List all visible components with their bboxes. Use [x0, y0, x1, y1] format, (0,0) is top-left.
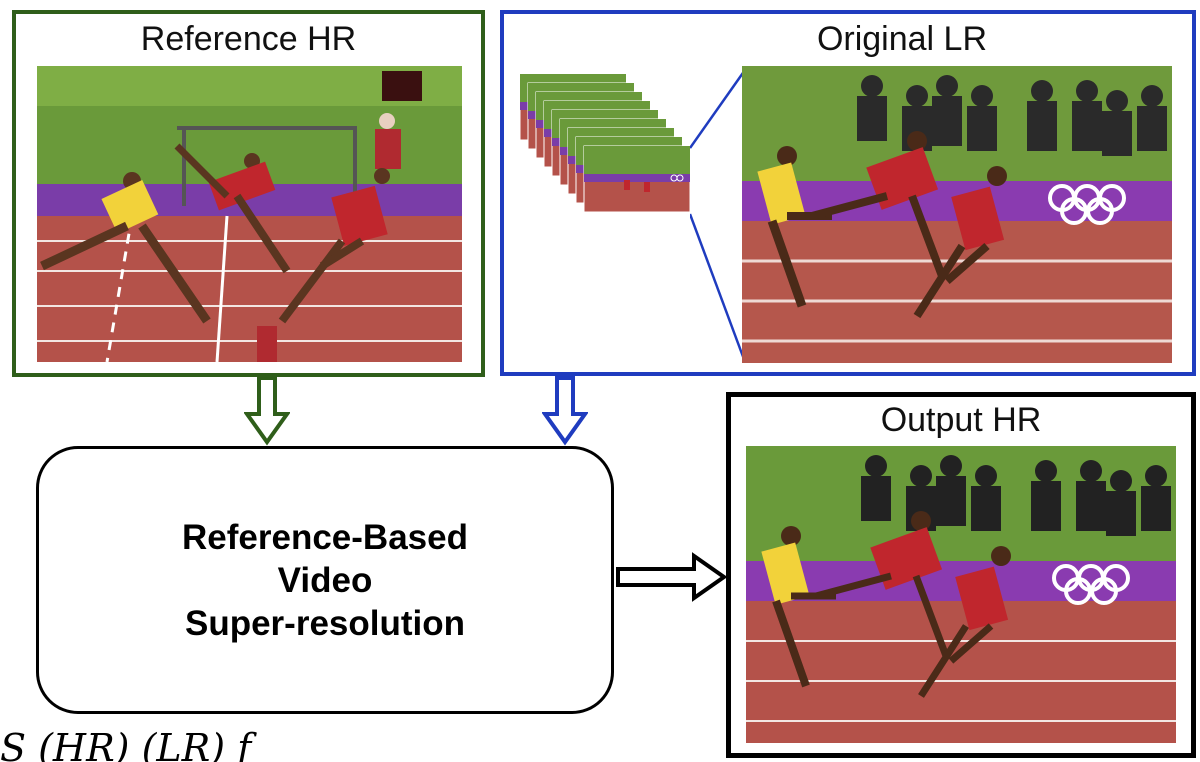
original-lr-panel: Original LR: [500, 10, 1196, 376]
output-hr-panel: Output HR: [726, 392, 1196, 758]
original-lr-title: Original LR: [816, 20, 988, 58]
output-right-arrow: [616, 552, 728, 602]
reference-down-arrow: [244, 376, 290, 446]
zoom-connector-lines: [690, 69, 747, 363]
super-resolution-process-box: Reference-Based Video Super-resolution: [36, 446, 614, 714]
reference-hr-panel: Reference HR: [12, 10, 485, 377]
figure-caption: S (HR) (LR) f: [0, 726, 252, 762]
output-hr-title: Output HR: [880, 401, 1042, 439]
process-label: Reference-Based Video Super-resolution: [182, 517, 468, 643]
stacked-frames-icon: [520, 74, 692, 214]
reference-hr-title: Reference HR: [140, 20, 357, 58]
original-lr-photo: [742, 66, 1172, 363]
reference-hr-photo: [37, 66, 462, 362]
original-down-arrow: [542, 376, 588, 446]
output-hr-photo: [746, 446, 1176, 743]
